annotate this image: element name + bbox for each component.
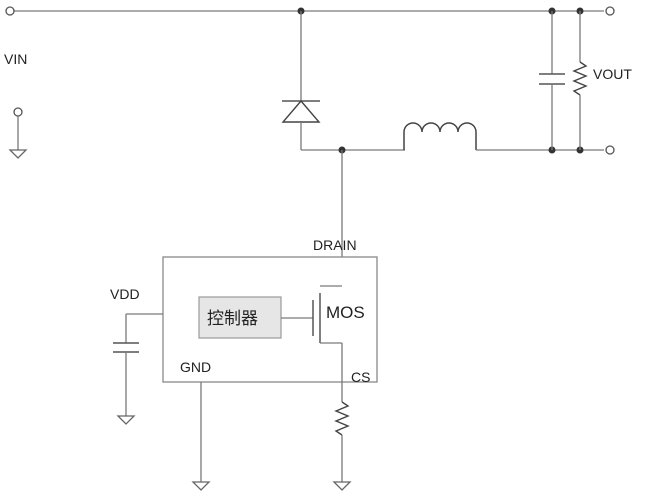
vin-ground-icon bbox=[8, 149, 28, 159]
load-resistor-icon bbox=[572, 61, 588, 96]
vout-label: VOUT bbox=[593, 66, 632, 82]
drain-label: DRAIN bbox=[313, 237, 357, 253]
vin-terminal-bottom bbox=[13, 107, 23, 117]
controller-block bbox=[198, 296, 282, 339]
ic-ground-icon bbox=[191, 481, 211, 491]
vout-terminal-top bbox=[605, 6, 615, 16]
cs-ground-icon bbox=[332, 481, 352, 491]
controller-label: 控制器 bbox=[207, 309, 258, 329]
sense-resistor-icon bbox=[334, 401, 350, 436]
vdd-ground-icon bbox=[116, 415, 136, 425]
gnd-label: GND bbox=[180, 359, 211, 375]
vin-label: VIN bbox=[4, 51, 27, 67]
vin-terminal-top bbox=[5, 6, 15, 16]
vout-terminal-bottom bbox=[605, 145, 615, 155]
inductor-icon bbox=[403, 122, 477, 150]
vdd-label: VDD bbox=[110, 286, 140, 302]
diode-icon bbox=[281, 99, 321, 123]
mos-label: MOS bbox=[326, 303, 365, 322]
cs-label: CS bbox=[351, 369, 370, 385]
